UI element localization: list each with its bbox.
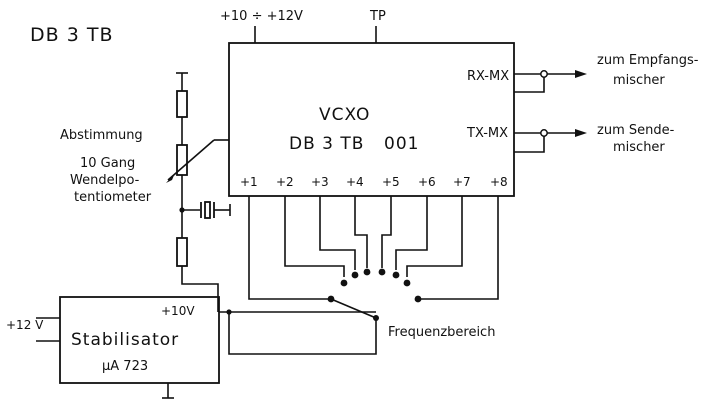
pin-label-2: +2 — [276, 175, 294, 189]
tx-destination-line2: mischer — [613, 140, 665, 155]
pin-label-4: +4 — [346, 175, 364, 189]
pin-label-6: +6 — [418, 175, 436, 189]
pin1-wire — [248, 196, 331, 300]
pin5-wire — [381, 196, 392, 268]
pin6-wire — [395, 196, 428, 270]
pin-label-7: +7 — [453, 175, 471, 189]
tuning-to-supply-wire — [181, 266, 219, 312]
rx-mx-label: RX-MX — [467, 69, 509, 84]
vcxo-title: VCXO — [319, 105, 370, 125]
switch-label: Frequenzbereich — [388, 325, 495, 340]
pin-label-8: +8 — [490, 175, 508, 189]
capacitor-body — [204, 201, 211, 219]
tx-mx-label: TX-MX — [466, 126, 508, 141]
vcxo-number: 001 — [384, 134, 419, 154]
switch-contact-3 — [351, 271, 359, 279]
tuning-desc-line1: 10 Gang — [80, 156, 135, 171]
switch-pivot — [373, 315, 379, 321]
stabilizer-output-label: +10V — [161, 304, 195, 318]
pin3-wire — [319, 196, 356, 270]
stabilizer-module — [59, 296, 220, 384]
switch-contact-8 — [414, 295, 422, 303]
resistor-bottom — [176, 237, 188, 267]
supply-to-switch-wire — [228, 312, 377, 355]
pin-label-5: +5 — [382, 175, 400, 189]
pin-label-3: +3 — [311, 175, 329, 189]
resistor-top — [176, 90, 188, 118]
pin2-wire — [284, 196, 345, 277]
potentiometer-wiper — [167, 139, 215, 181]
rx-arrow-icon — [575, 70, 587, 78]
switch-contact-7 — [403, 279, 411, 287]
wiper-arrow-icon — [166, 173, 175, 183]
rx-ground-wire — [514, 74, 545, 93]
switch-contact-2 — [340, 279, 348, 287]
rx-connector-icon — [540, 70, 548, 78]
rx-destination-line1: zum Empfangs- — [597, 53, 699, 68]
tuning-desc-line3: tentiometer — [74, 190, 152, 205]
switch-wiper — [330, 298, 377, 319]
pin8-wire — [418, 196, 499, 300]
tx-connector-icon — [540, 129, 548, 137]
pin4-wire — [354, 196, 368, 268]
stabilizer-part: µA 723 — [102, 359, 148, 374]
pin7-wire — [406, 196, 463, 277]
tx-arrow-icon — [575, 129, 587, 137]
vcxo-module — [228, 42, 515, 197]
rx-destination-line2: mischer — [613, 73, 665, 88]
stabilizer-input-label: +12 V — [6, 318, 44, 332]
switch-contact-6 — [392, 271, 400, 279]
switch-contact-5 — [378, 268, 386, 276]
supply-voltage-label: +10 ÷ +12V — [220, 9, 303, 24]
vcxo-type: DB 3 TB — [289, 134, 364, 154]
tuning-label: Abstimmung — [60, 128, 143, 143]
pin-label-1: +1 — [240, 175, 258, 189]
diagram-title: DB 3 TB — [30, 24, 113, 46]
switch-contact-4 — [363, 268, 371, 276]
tx-ground-wire — [514, 133, 545, 153]
tuning-desc-line2: Wendelpo- — [70, 173, 140, 188]
stabilizer-name: Stabilisator — [71, 330, 179, 350]
test-point-label: TP — [369, 9, 386, 24]
tx-destination-line1: zum Sende- — [597, 123, 675, 138]
